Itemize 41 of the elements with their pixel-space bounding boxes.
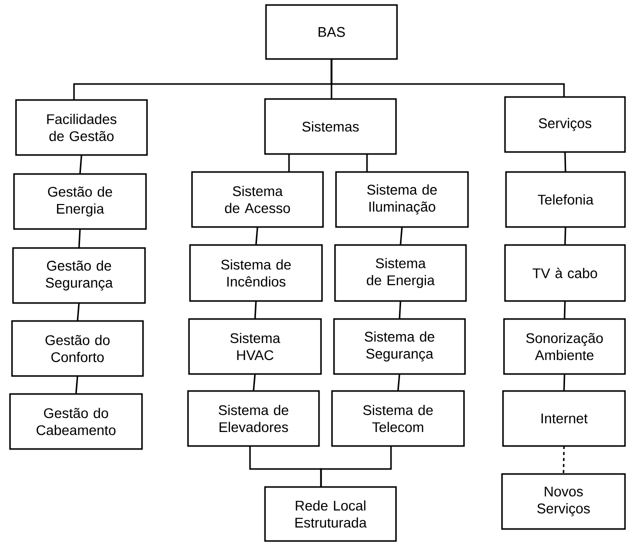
org-box: Sistema de Energia [334, 244, 467, 302]
connector-line [320, 446, 392, 487]
org-box: Gestão de Energia [13, 173, 147, 230]
org-box: Gestão do Cabeamento [9, 393, 143, 450]
org-box: Sistema HVAC [188, 318, 322, 375]
connector-line [252, 374, 256, 392]
connector-line [366, 154, 368, 172]
org-box: Serviços [504, 96, 626, 153]
org-box: Sistemas [264, 98, 397, 155]
connector-line [562, 446, 565, 474]
org-box: Sistema de Segurança [333, 318, 466, 375]
org-box: Novos Serviços [501, 473, 626, 530]
org-box: Sistema de Iluminação [335, 171, 469, 228]
connector-line [564, 226, 566, 245]
connector-line [330, 59, 565, 97]
connector-line [288, 154, 290, 172]
org-box: Telefonia [505, 171, 626, 228]
org-box: Internet [502, 390, 626, 447]
connector-line [254, 300, 257, 320]
connector-line [255, 226, 258, 246]
org-box: Rede Local Estruturada [264, 486, 397, 542]
connector-line [400, 226, 403, 246]
connector-line [76, 302, 80, 322]
connector-line [564, 300, 566, 320]
org-box: Sistema de Elevadores [187, 390, 320, 447]
connector-line [78, 228, 81, 248]
connector-line [79, 154, 82, 174]
org-box: Facilidades de Gestão [15, 99, 148, 156]
connector-line [397, 374, 400, 392]
org-box: Sistema de Telecom [331, 390, 465, 447]
connector-line [563, 374, 566, 391]
org-box: TV à cabo [504, 244, 626, 302]
org-box: Sonorização Ambiente [503, 318, 626, 375]
org-box: Gestão de Segurança [12, 247, 146, 304]
org-box: Sistema de Acesso [191, 171, 324, 228]
org-box: Gestão do Conforto [11, 320, 144, 377]
connector-line [398, 300, 402, 320]
connector-line [75, 376, 78, 394]
org-box: Sistema de Incêndios [189, 244, 323, 302]
org-box: BAS [265, 4, 398, 60]
connector-line [564, 152, 566, 172]
